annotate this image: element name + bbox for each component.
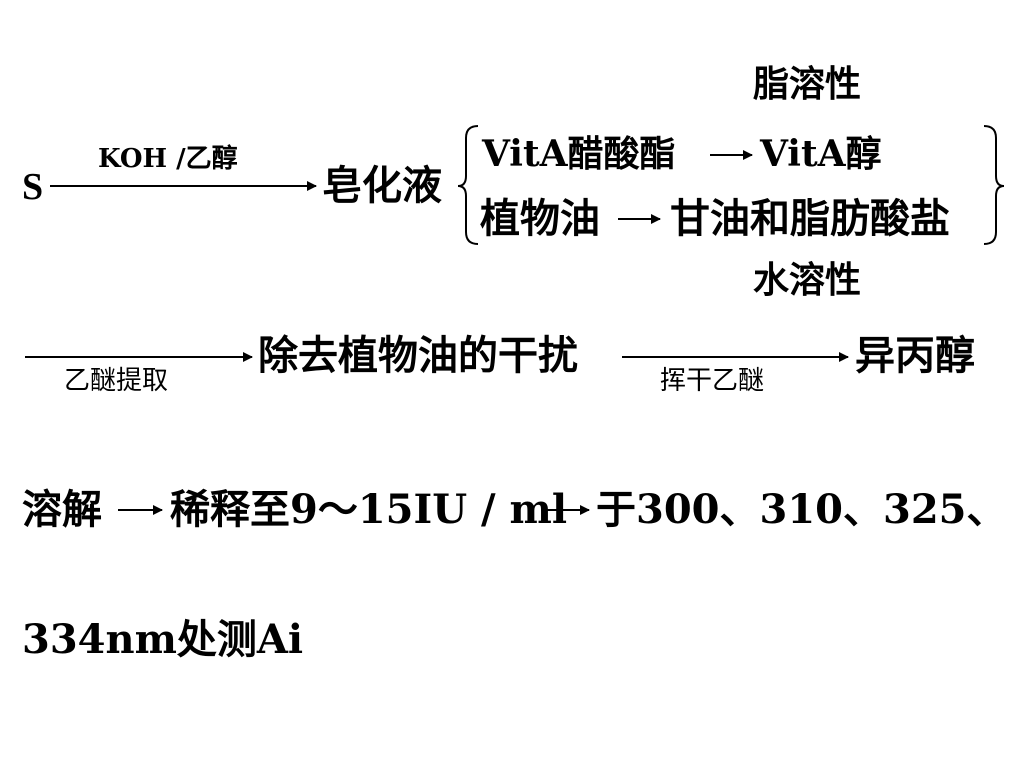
water-soluble-label: 水溶性 [753, 259, 862, 301]
dissolve-text: 溶解 [22, 486, 102, 533]
dilute-text: 稀释至9～15IU / ml [170, 486, 568, 533]
ether-extraction-label: 乙醚提取 [64, 366, 169, 396]
saponification-liquid: 皂化液 [322, 162, 442, 209]
wavelengths-text: 于300、310、325、 [596, 486, 1007, 533]
left-brace [457, 125, 479, 245]
evaporate-ether-label: 挥干乙醚 [660, 366, 765, 396]
isopropanol: 异丙醇 [855, 332, 975, 379]
remove-oil-interference: 除去植物油的干扰 [258, 332, 578, 379]
sample-label: S [22, 166, 44, 208]
fat-soluble-label: 脂溶性 [753, 63, 862, 105]
vegetable-oil: 植物油 [480, 195, 600, 242]
glycerol-fatty-acid-salts: 甘油和脂肪酸盐 [670, 195, 950, 242]
reagent-label: KOH /乙醇 [98, 144, 238, 174]
right-brace [983, 125, 1005, 245]
vita-acetate: VitA醋酸酯 [482, 133, 676, 175]
measure-absorbance-text: 334nm处测Ai [22, 616, 304, 663]
vita-alcohol: VitA醇 [760, 133, 882, 175]
